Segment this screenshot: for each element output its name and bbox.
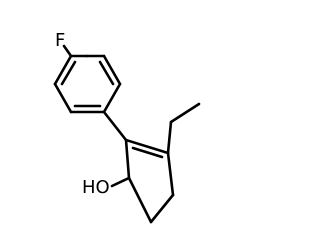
- ring-double-bond-inner: [131, 146, 164, 159]
- ethyl-bond: [166, 120, 173, 155]
- aromatic-inner-bond: [98, 60, 115, 86]
- carbon-oxygen-bond: [110, 176, 131, 188]
- fluorine-atom-label: F: [55, 30, 65, 51]
- ring-bond: [127, 176, 153, 224]
- ethyl-bond: [169, 102, 201, 124]
- aromatic-inner-bond: [60, 60, 77, 86]
- ring-bond: [53, 82, 73, 114]
- benzene-ring: [53, 54, 122, 114]
- ethyl-group: [166, 102, 201, 155]
- molecule-structure: F HO: [53, 30, 201, 224]
- ring-bond: [166, 151, 175, 197]
- cyclopentene-ring: [124, 138, 175, 224]
- ring-bond: [124, 138, 131, 180]
- ring-bond: [149, 193, 175, 224]
- ring-bond: [124, 138, 170, 155]
- carbon-fluorine-bond: [62, 44, 73, 58]
- ring-bond: [53, 54, 73, 86]
- hydroxyl-group-label: HO: [82, 177, 110, 198]
- ring-bond: [102, 54, 122, 86]
- aryl-ring-bond: [102, 110, 128, 142]
- ring-bond: [102, 82, 122, 114]
